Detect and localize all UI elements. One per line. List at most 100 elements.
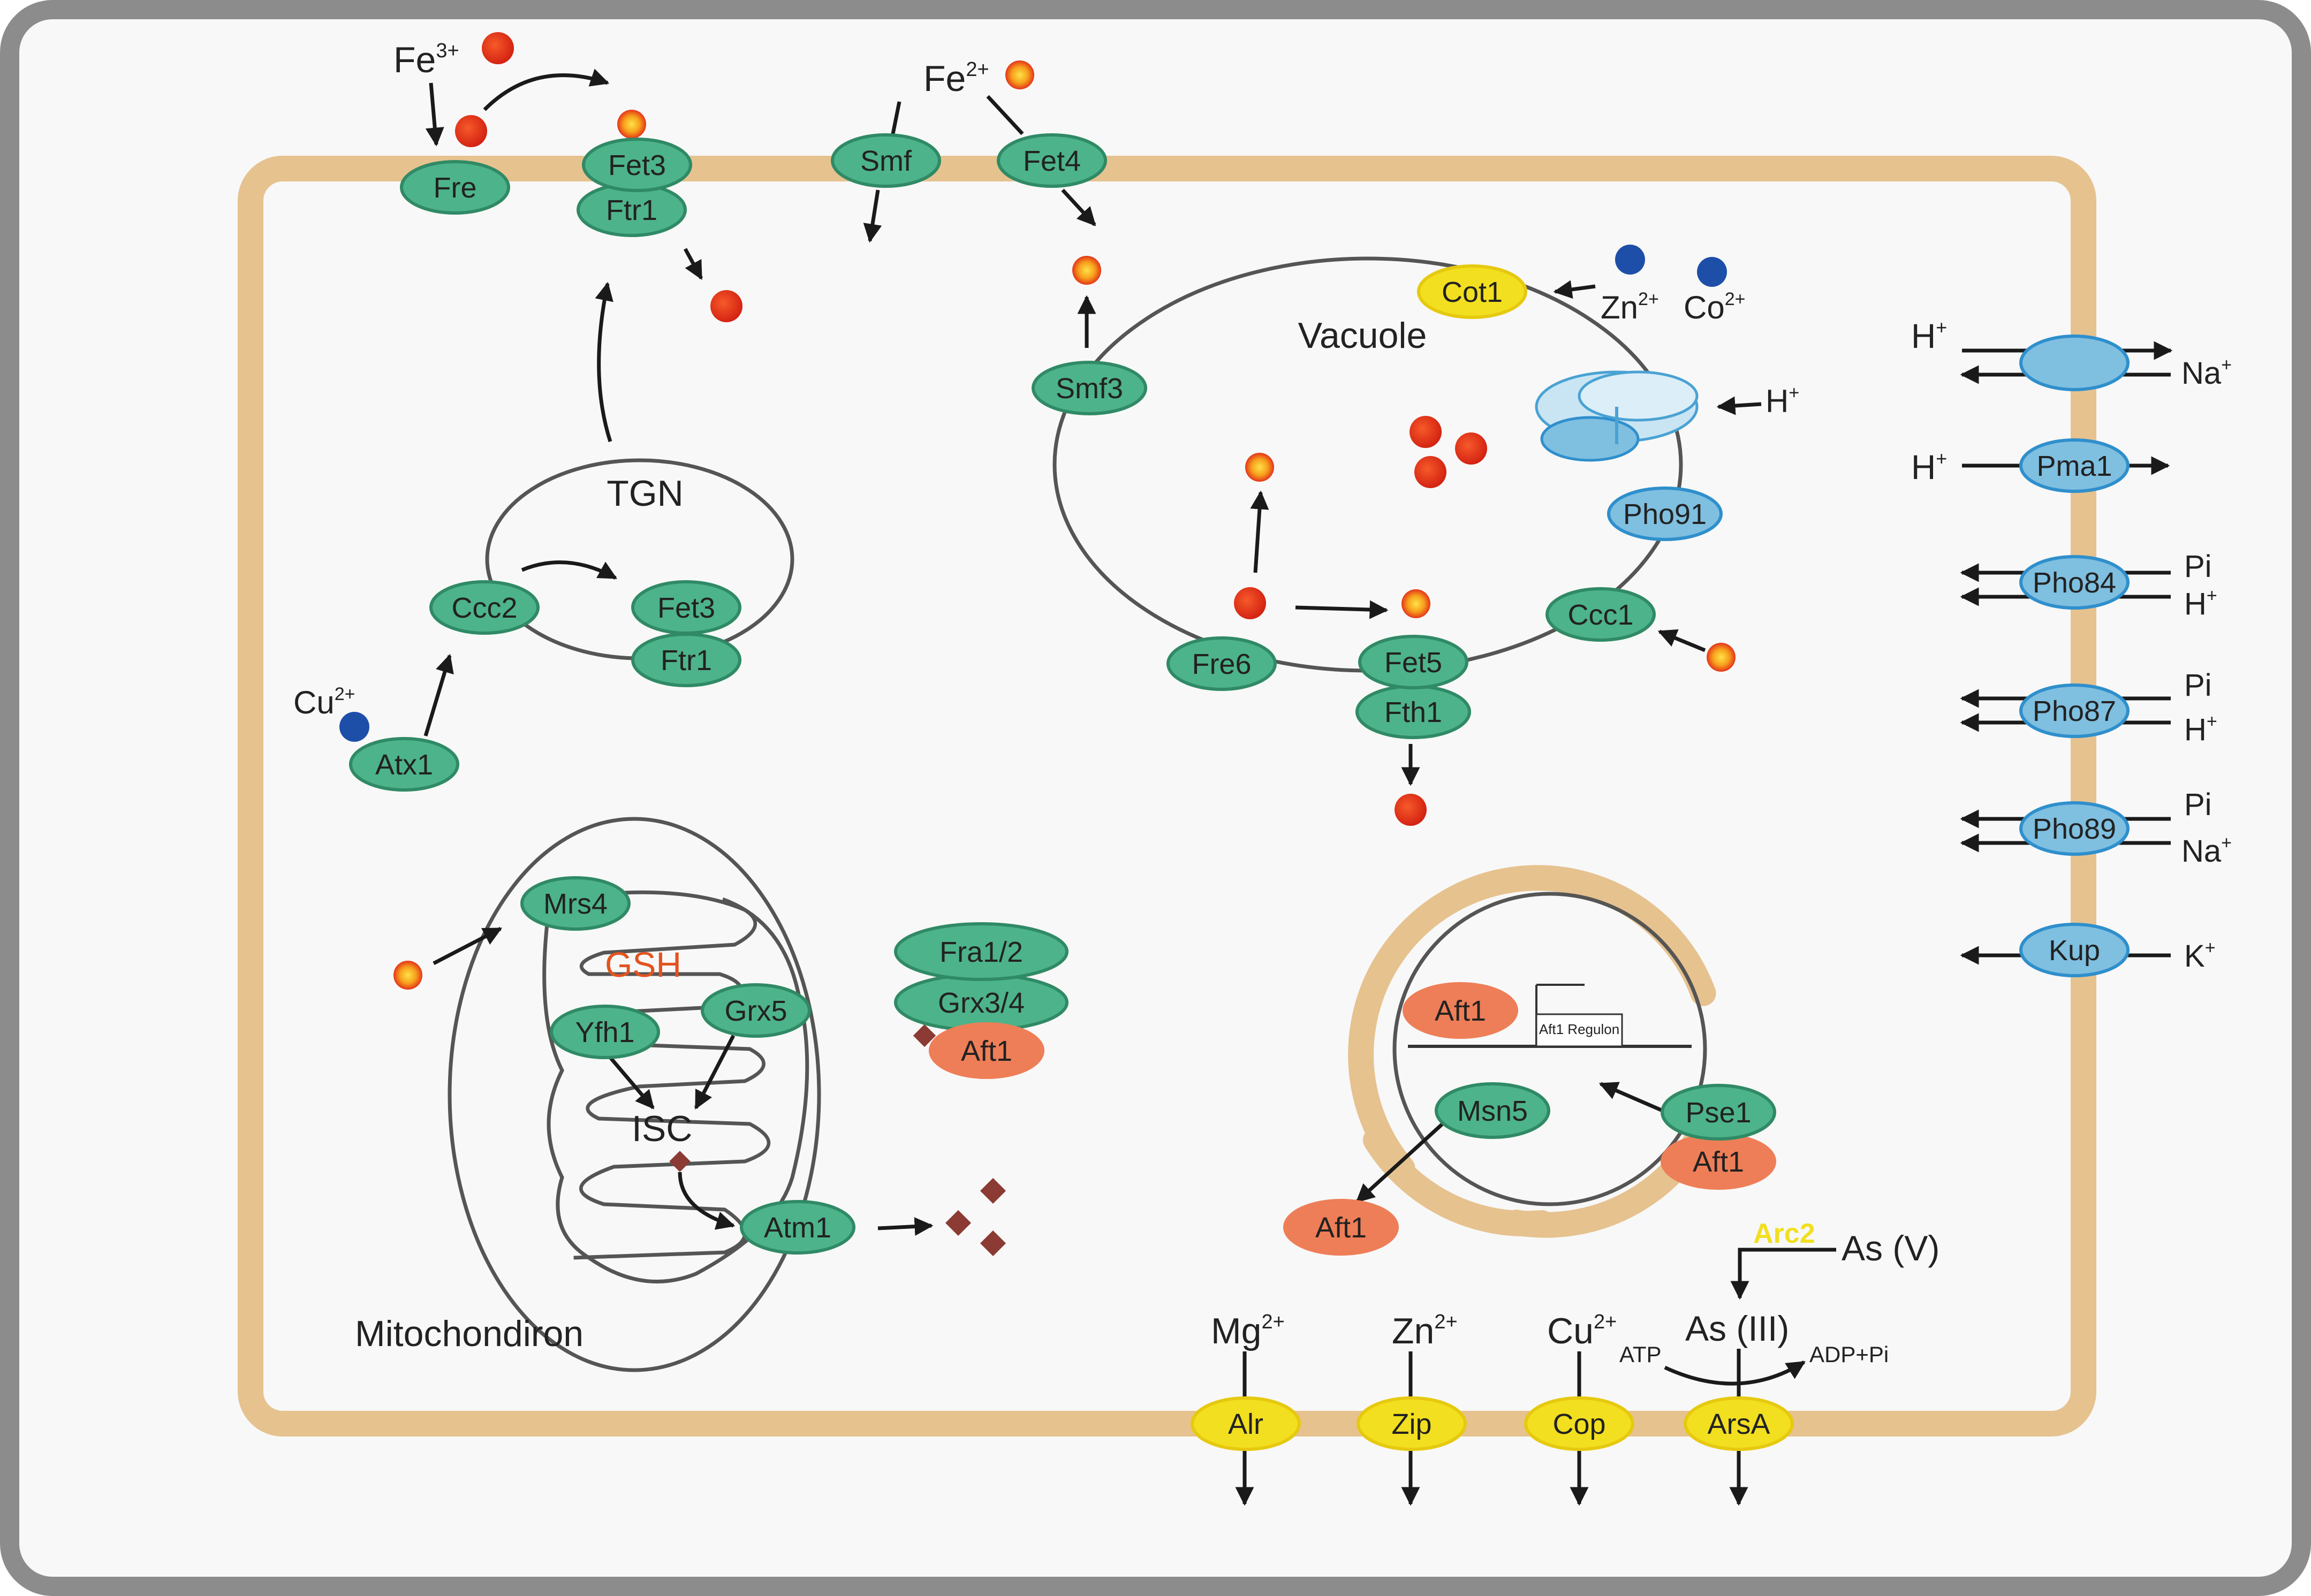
- zn-vac-label: Zn2+: [1601, 289, 1659, 325]
- adp-label: ADP+Pi: [1809, 1342, 1889, 1367]
- as3-label: As (III): [1685, 1309, 1789, 1348]
- grx5-protein: [701, 983, 811, 1038]
- fet5-label: Fet5: [1384, 647, 1442, 679]
- cluster-isc: [669, 1151, 691, 1172]
- arrow-tgn-to-membrane: [595, 282, 613, 443]
- h4-label: H+: [2184, 711, 2217, 747]
- as5-label: As (V): [1842, 1228, 1939, 1268]
- h3-label: H+: [2184, 586, 2217, 621]
- arrow-atm1-out: [877, 1217, 934, 1236]
- arrow-fet4-in: [1061, 188, 1096, 226]
- cu-atx-label: Cu2+: [293, 684, 355, 720]
- arrow-grx5-isc: [694, 1035, 736, 1110]
- aft1-nuc-label: Aft1: [1435, 995, 1486, 1027]
- zip-transporter: [1357, 1396, 1467, 1451]
- aft1-out-label: Aft1: [1315, 1212, 1367, 1244]
- kup-transporter: [2019, 923, 2130, 977]
- nuclear-envelope-outer: [1348, 865, 1716, 1181]
- fe3-ion: [710, 290, 742, 322]
- vacuole-label: Vacuole: [1298, 315, 1427, 356]
- arrow-msn5-export: [1355, 1120, 1447, 1203]
- pho84-label: Pho84: [2033, 567, 2116, 599]
- pse1-protein: [1661, 1084, 1776, 1141]
- pho87-transporter: [2019, 683, 2130, 738]
- fre-transporter: [400, 160, 510, 215]
- metal-ions: [339, 32, 1736, 990]
- fe3-ion: [482, 32, 514, 64]
- k-label: K+: [2184, 938, 2216, 974]
- na1-label: Na+: [2181, 355, 2232, 391]
- arrow-smf-in: [863, 189, 882, 243]
- pi1-label: Pi: [2184, 549, 2212, 584]
- smf-label: Smf: [860, 145, 912, 177]
- arsa-transporter: [1684, 1396, 1794, 1451]
- arrow-ccc2-to-fet3: [521, 560, 618, 580]
- mg-bottom-label: Mg2+: [1211, 1311, 1285, 1351]
- mitochondrion-label: Mitochondiron: [355, 1313, 584, 1354]
- yfh1-label: Yfh1: [575, 1016, 634, 1048]
- arrow-fe3-to-fre: [425, 82, 444, 147]
- pma1-pump: [2019, 438, 2130, 493]
- mrs4-label: Mrs4: [543, 888, 608, 920]
- h2-label: H+: [1911, 447, 1947, 487]
- aft1-cytosolic: [929, 1022, 1044, 1079]
- pi2-label: Pi: [2184, 668, 2212, 703]
- pho91-label: Pho91: [1623, 498, 1707, 530]
- cluster-aft1: [913, 1024, 936, 1047]
- arrow-arc2-reduction: [1730, 1248, 1836, 1300]
- mrs4-transporter: [520, 876, 631, 931]
- ftr1-tgn-label: Ftr1: [661, 644, 712, 677]
- arrow-zn-cot1: [1553, 280, 1596, 299]
- pma1-label: Pma1: [2036, 450, 2112, 482]
- arrow-fe-to-fet3: [483, 69, 610, 111]
- cop-label: Cop: [1552, 1408, 1605, 1440]
- smf3-transporter: [1032, 361, 1147, 415]
- cluster-out: [980, 1230, 1006, 1257]
- atx1-chaperone: [349, 737, 459, 792]
- fra12-protein: [894, 922, 1069, 981]
- pse1-label: Pse1: [1685, 1097, 1751, 1129]
- arsa-label: ArsA: [1707, 1408, 1770, 1440]
- ccc2-label: Ccc2: [451, 592, 517, 624]
- fe2-ion: [393, 961, 422, 990]
- cluster-out: [945, 1210, 972, 1236]
- fe2-label: Fe2+: [923, 58, 989, 99]
- gsh-label: GSH: [605, 945, 681, 984]
- fe2-ion: [617, 110, 646, 139]
- arrow-atp-hydrolysis: [1664, 1361, 1806, 1386]
- ftr1-top-label: Ftr1: [606, 194, 657, 226]
- aft1-pse-label: Aft1: [1693, 1146, 1744, 1178]
- aft1-exported: [1283, 1199, 1399, 1256]
- fre6-label: Fre6: [1192, 648, 1251, 680]
- pi3-label: Pi: [2184, 787, 2212, 822]
- zn-bottom-label: Zn2+: [1392, 1311, 1458, 1351]
- yfh1-protein: [550, 1005, 660, 1059]
- nha1-antiporter: [2019, 335, 2130, 391]
- fet4-label: Fet4: [1023, 145, 1081, 177]
- fet4-transporter: [997, 133, 1107, 188]
- zip-label: Zip: [1391, 1408, 1431, 1440]
- cell-membrane: [238, 156, 2096, 1437]
- aft1-nuclear: [1403, 982, 1518, 1039]
- isc-label: ISC: [632, 1108, 692, 1149]
- fet3-tgn-transporter: [631, 580, 741, 635]
- fe3-ion: [1410, 416, 1442, 448]
- msn5-protein: [1435, 1082, 1550, 1139]
- arrow-h-vatpase: [1716, 396, 1762, 415]
- co-ion: [1697, 257, 1727, 287]
- fe3-ion: [1395, 794, 1427, 826]
- h-vac-label: H+: [1766, 383, 1799, 419]
- arrow-atx1-ccc2: [423, 653, 454, 737]
- cot1-transporter: [1417, 264, 1527, 319]
- pho91-transporter: [1607, 487, 1723, 541]
- grx5-label: Grx5: [724, 995, 787, 1027]
- ccc1-transporter: [1545, 587, 1656, 642]
- pho87-label: Pho87: [2033, 695, 2116, 727]
- alr-label: Alr: [1228, 1408, 1263, 1440]
- fre-label: Fre: [434, 172, 477, 204]
- fe3-label: Fe3+: [393, 40, 459, 80]
- arrow-fe-mrs4: [433, 926, 503, 966]
- fe2-ion: [1401, 589, 1430, 618]
- arrow-isc-atm1: [678, 1172, 736, 1230]
